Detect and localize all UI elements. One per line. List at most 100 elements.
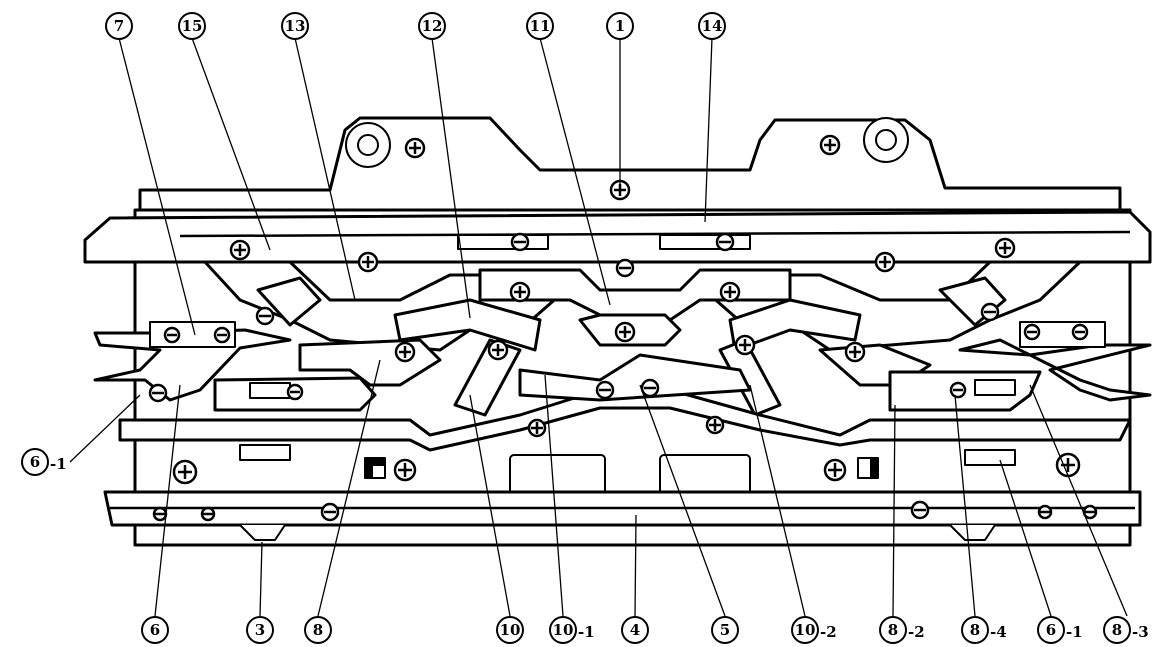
svg-text:-2: -2 [908, 623, 925, 641]
callout-11: 11 [526, 12, 554, 40]
callout-6-1-bottom: 6 -1 [1037, 616, 1083, 644]
svg-text:10: 10 [795, 621, 816, 639]
screw [1071, 323, 1089, 341]
svg-text:-1: -1 [50, 455, 67, 473]
callout-1: 1 [606, 12, 634, 40]
rail-slot-right [659, 234, 751, 250]
svg-text:4: 4 [630, 621, 640, 639]
svg-text:3: 3 [255, 621, 265, 639]
screw [172, 459, 198, 485]
svg-text:8: 8 [313, 621, 323, 639]
screw [152, 506, 168, 522]
right-side-guide [958, 338, 1152, 402]
screw [487, 339, 509, 361]
screw [286, 383, 304, 401]
svg-text:6: 6 [30, 453, 40, 471]
screw [994, 237, 1016, 259]
screw [719, 281, 741, 303]
lever-right-lower [718, 338, 782, 417]
callouts-bottom: 6 3 8 10 10-1 4 5 10-2 8-2 8-4 6-1 8-3 [141, 616, 1149, 644]
svg-text:-1: -1 [578, 623, 595, 641]
screw [949, 381, 967, 399]
screw [394, 341, 416, 363]
center-triangle-cam [518, 353, 752, 402]
svg-text:8: 8 [970, 621, 980, 639]
left-window [509, 454, 606, 496]
bottom-rail-tab-right [949, 524, 996, 541]
screw [255, 306, 275, 326]
screw [320, 502, 340, 522]
screw [595, 380, 615, 400]
svg-text:10: 10 [553, 621, 574, 639]
callout-15: 15 [178, 12, 206, 40]
lever-left-upper [256, 276, 322, 327]
svg-text:7: 7 [114, 17, 124, 35]
screw [200, 506, 216, 522]
callout-10-1: 10-1 [549, 616, 595, 644]
screw [614, 321, 636, 343]
screw [844, 341, 866, 363]
screw [910, 500, 930, 520]
screw [148, 383, 168, 403]
screw [527, 418, 547, 438]
right-roller-hub [875, 129, 897, 151]
svg-text:11: 11 [530, 17, 551, 35]
svg-text:8: 8 [888, 621, 898, 639]
callout-6: 6 [141, 616, 169, 644]
left-roller-hub [357, 134, 379, 156]
callout-13: 13 [281, 12, 309, 40]
callout-8: 8 [304, 616, 332, 644]
screw [1082, 504, 1098, 520]
callout-7: 7 [105, 12, 133, 40]
svg-text:-3: -3 [1132, 623, 1149, 641]
svg-text:12: 12 [422, 17, 443, 35]
svg-text:15: 15 [182, 17, 203, 35]
svg-text:-1: -1 [1066, 623, 1083, 641]
screw [819, 134, 841, 156]
screw [509, 281, 531, 303]
right-selector-slot [974, 379, 1016, 396]
screw [213, 326, 231, 344]
left-side-guide [93, 328, 292, 402]
left-selector-slot [249, 382, 291, 399]
screw [640, 378, 660, 398]
callout-4: 4 [621, 616, 649, 644]
screw [510, 232, 530, 252]
index-markers [364, 457, 879, 479]
screw [404, 137, 426, 159]
callouts-left: 6 -1 [21, 448, 67, 476]
callout-3: 3 [246, 616, 274, 644]
callouts-top: 7 15 13 12 11 1 14 [105, 12, 726, 40]
svg-text:6: 6 [150, 621, 160, 639]
callout-14: 14 [698, 12, 726, 40]
callout-5: 5 [711, 616, 739, 644]
callout-10: 10 [496, 616, 524, 644]
screw [229, 239, 251, 261]
screws [148, 134, 1098, 522]
screw [163, 326, 181, 344]
screw [615, 258, 635, 278]
bottom-rail-tab-left [239, 524, 286, 541]
screw [874, 251, 896, 273]
callout-8-3: 8 -3 [1103, 616, 1149, 644]
svg-text:6: 6 [1046, 621, 1056, 639]
top-rail [83, 210, 1152, 264]
callout-10-2: 10-2 [791, 616, 837, 644]
screw [734, 334, 756, 356]
callout-8-2: 8 -2 [879, 616, 925, 644]
top-rollers [345, 117, 909, 168]
callout-8-4: 8-4 [961, 616, 1007, 644]
screw [980, 302, 1000, 322]
svg-text:-2: -2 [820, 623, 837, 641]
svg-text:5: 5 [720, 621, 730, 639]
callout-12: 12 [418, 12, 446, 40]
left-small-slot [239, 444, 291, 461]
leader-lines [69, 37, 1128, 617]
svg-text:13: 13 [285, 17, 306, 35]
top-mounting-bracket [138, 116, 1122, 217]
right-small-slot [964, 449, 1016, 466]
svg-text:8: 8 [1112, 621, 1122, 639]
screw [1023, 323, 1041, 341]
svg-text:1: 1 [615, 17, 625, 35]
